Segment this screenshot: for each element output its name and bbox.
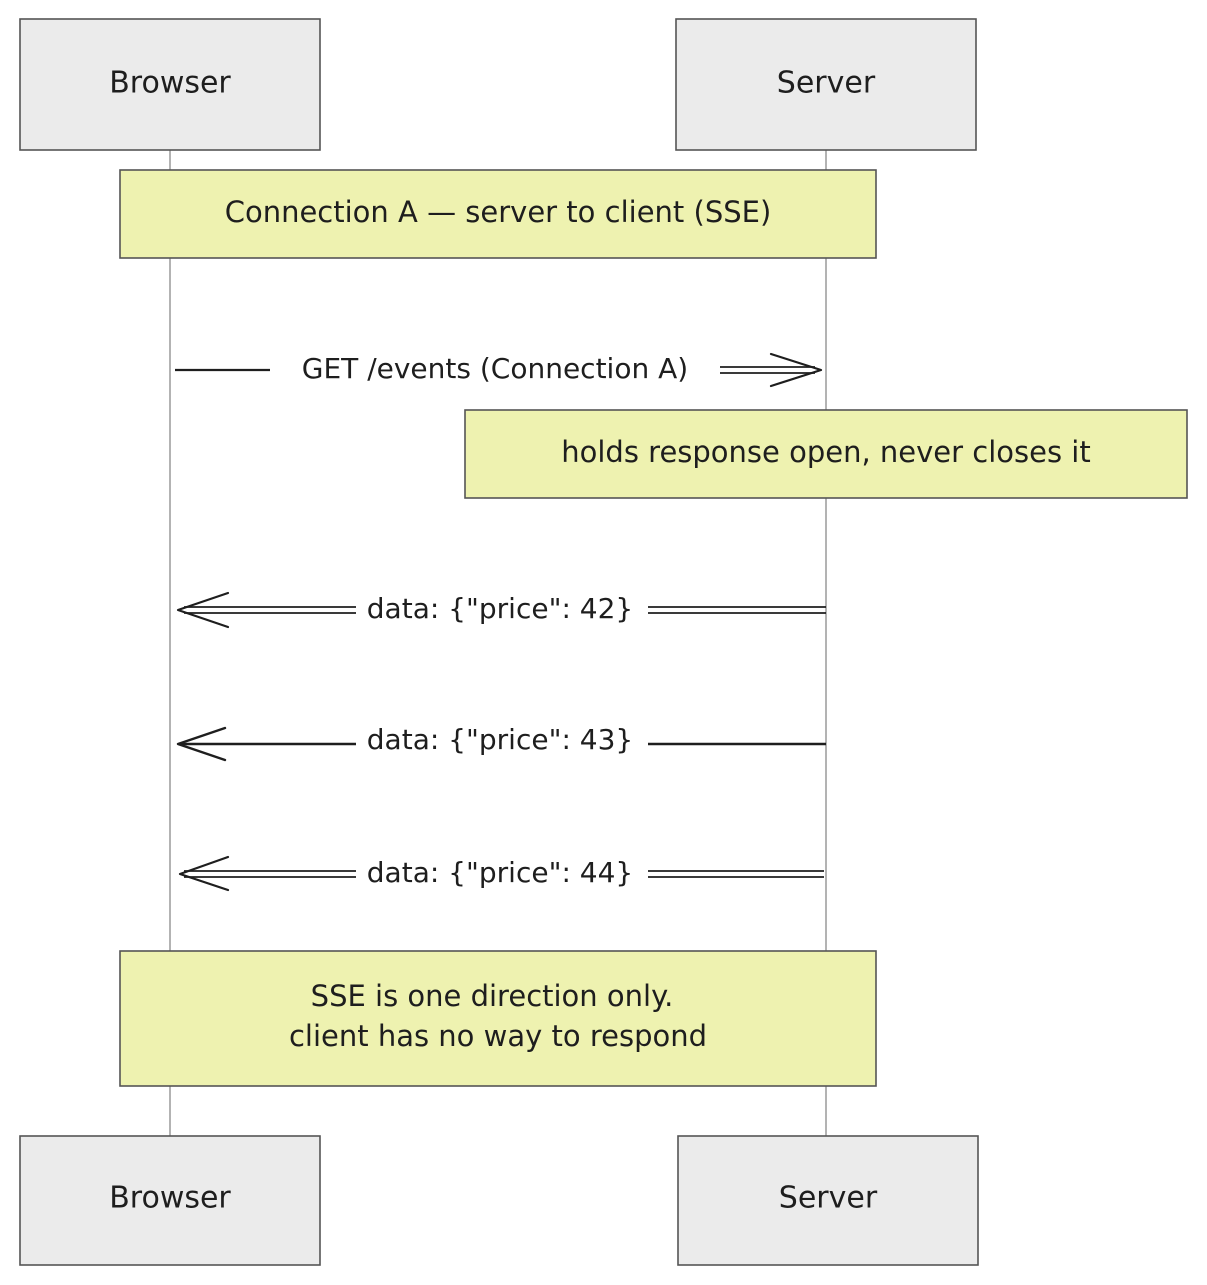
actor-browser-top: Browser [19,18,321,151]
note-connection: Connection A — server to client (SSE) [119,169,877,259]
actor-browser-bottom-label: Browser [109,1181,231,1216]
message-get-events: GET /events (Connection A) [175,352,823,388]
message-price-43: data: {"price": 43} [176,723,826,762]
note-holds: holds response open, never closes it [464,409,1188,499]
arrowhead-right-icon [769,352,823,388]
message-price-43-label: data: {"price": 43} [367,723,633,756]
actor-browser-bottom: Browser [19,1135,321,1266]
actor-server-bottom-label: Server [779,1181,878,1216]
actor-server-top-label: Server [777,66,876,101]
message-get-events-label: GET /events (Connection A) [302,352,688,385]
note-sse-line-2: client has no way to respond [289,1019,707,1053]
note-holds-text: holds response open, never closes it [561,435,1090,469]
arrowhead-left-icon [176,726,227,762]
message-price-44: data: {"price": 44} [178,855,824,892]
actor-browser-top-label: Browser [109,66,231,101]
message-price-42-label: data: {"price": 42} [367,592,633,625]
actor-server-bottom: Server [677,1135,979,1266]
message-price-42: data: {"price": 42} [176,591,826,629]
arrowhead-left-icon [176,591,230,629]
note-sse: SSE is one direction only. client has no… [119,950,877,1087]
arrowhead-left-icon [178,855,230,892]
note-connection-text: Connection A — server to client (SSE) [225,195,772,229]
note-sse-line-1: SSE is one direction only. [311,979,674,1013]
message-price-44-label: data: {"price": 44} [367,856,633,889]
actor-server-top: Server [675,18,977,151]
